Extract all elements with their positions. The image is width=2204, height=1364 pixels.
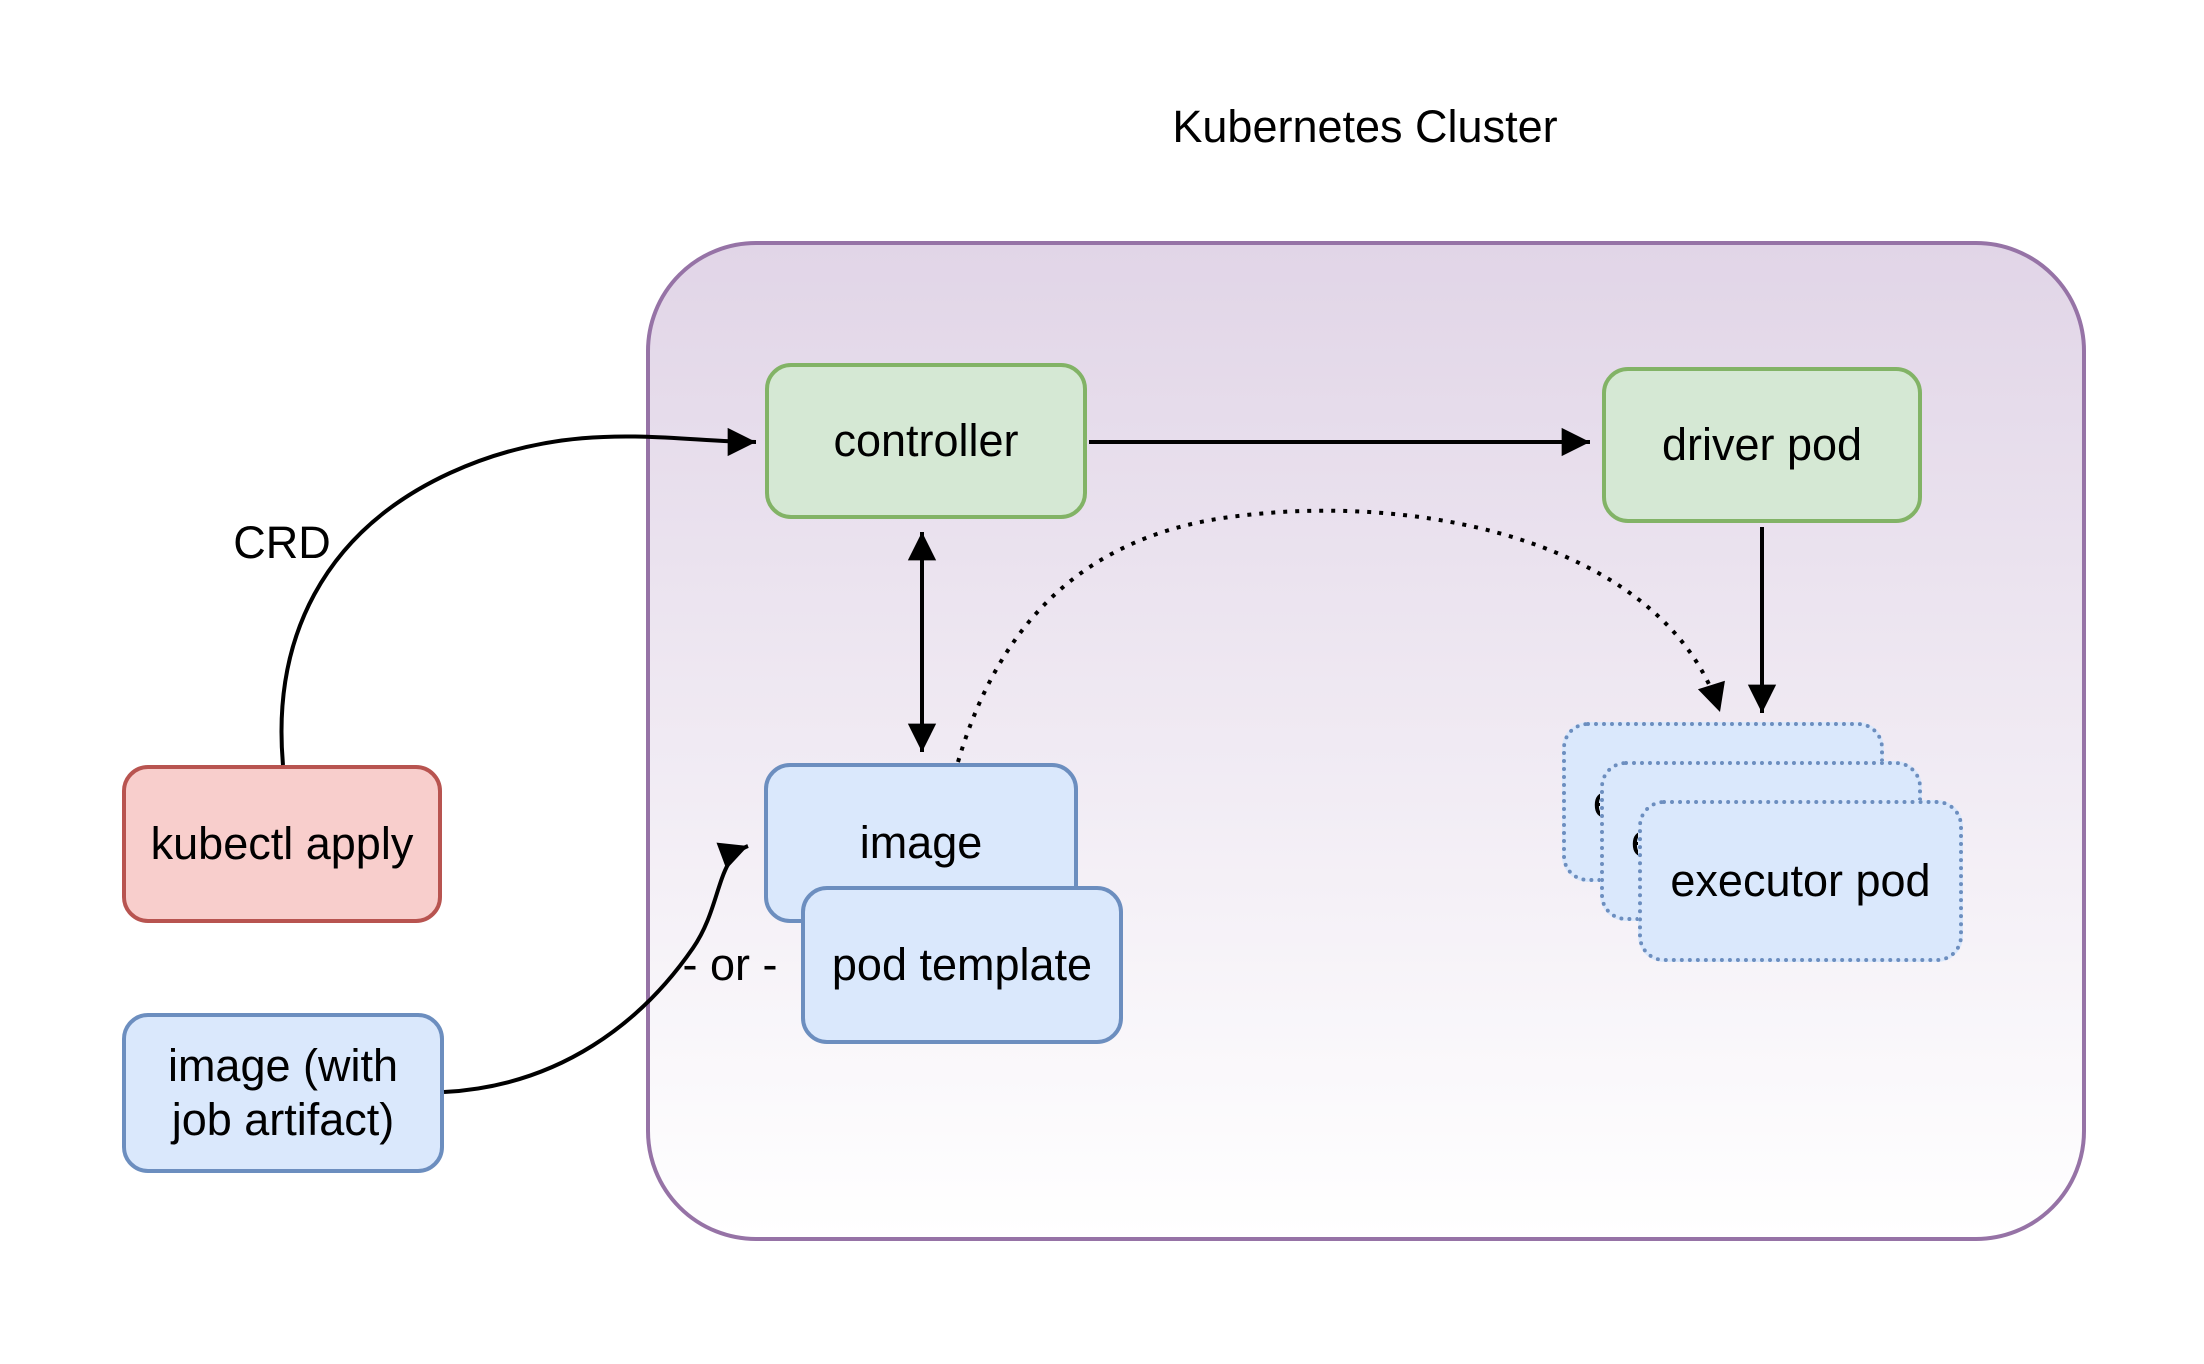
- node-kubectl-apply-label: kubectl apply: [150, 818, 414, 869]
- node-driver-pod: driver pod: [1602, 367, 1922, 523]
- node-executor-pod-front-label: executor pod: [1670, 855, 1931, 906]
- cluster-title: Kubernetes Cluster: [1172, 101, 1558, 152]
- edge-label-or: - or -: [682, 939, 778, 990]
- node-kubectl-apply: kubectl apply: [122, 765, 442, 923]
- node-pod-template-label: pod template: [831, 939, 1093, 990]
- node-executor-pod-front: executor pod: [1638, 800, 1963, 962]
- node-image-with-job-artifact: image (with job artifact): [122, 1013, 444, 1173]
- node-image-label: image: [859, 817, 983, 868]
- edge-label-crd: CRD: [233, 517, 331, 568]
- node-image-with-job-artifact-label: image (with job artifact): [167, 1040, 399, 1145]
- node-pod-template: pod template: [801, 886, 1123, 1044]
- node-controller: controller: [765, 363, 1087, 519]
- node-controller-label: controller: [833, 415, 1019, 466]
- node-driver-pod-label: driver pod: [1661, 419, 1863, 470]
